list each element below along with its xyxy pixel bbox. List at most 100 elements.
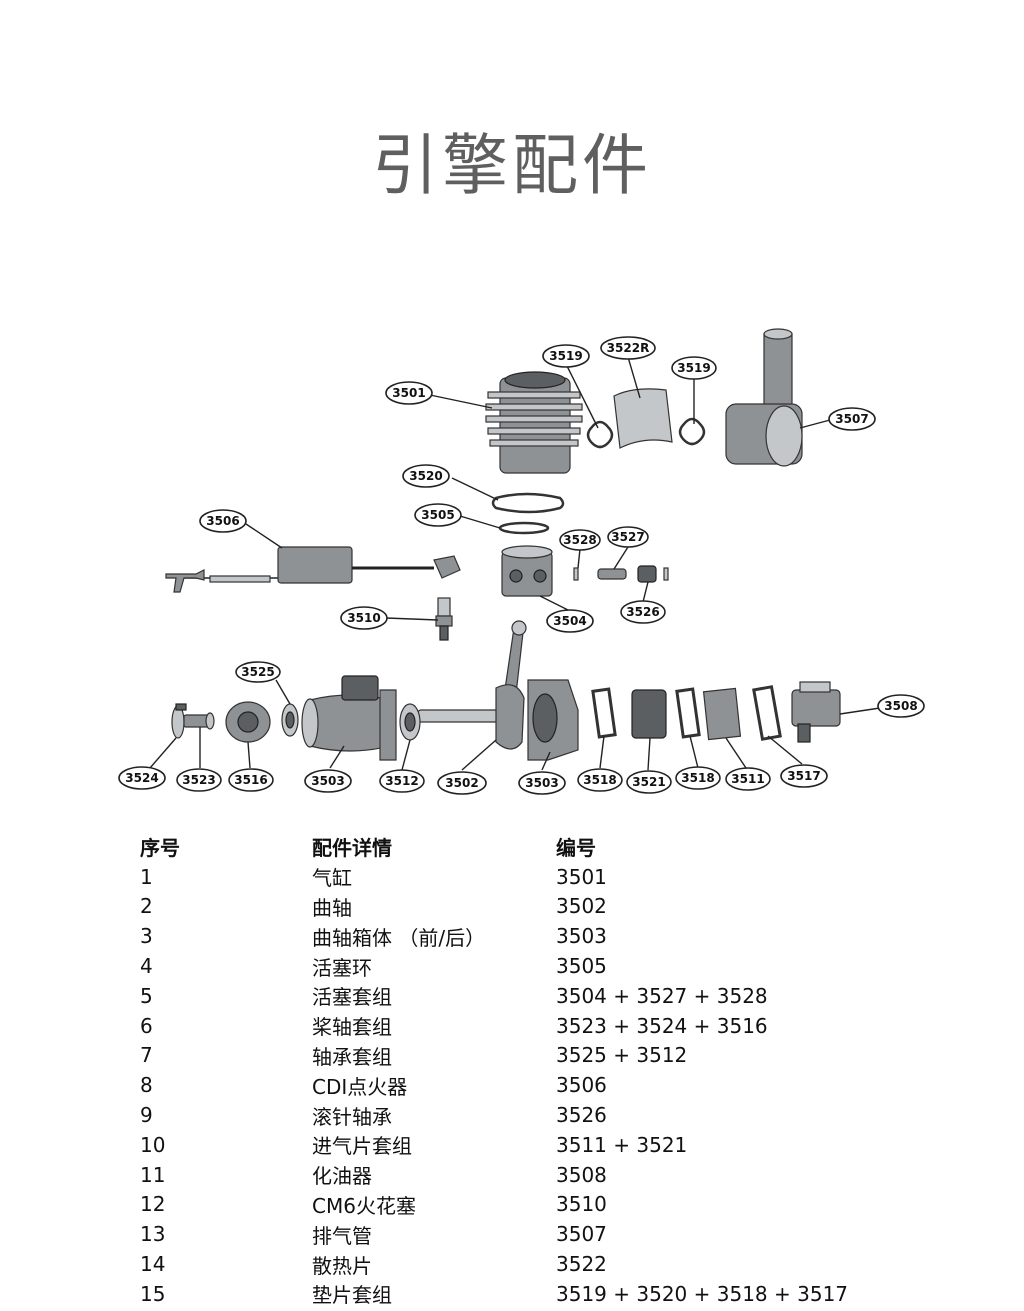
- svg-text:3508: 3508: [884, 699, 917, 713]
- callout-3522R: 3522R: [600, 336, 656, 360]
- callout-3524: 3524: [118, 766, 166, 790]
- callout-3506: 3506: [199, 509, 247, 533]
- row-index: 6: [140, 1013, 153, 1038]
- svg-text:3520: 3520: [409, 469, 442, 483]
- table-header: 序号 配件详情 编号: [140, 832, 940, 862]
- row-detail: 排气管: [312, 1223, 372, 1248]
- row-detail: 曲轴箱体 （前/后）: [312, 925, 486, 950]
- row-detail: 垫片套组: [312, 1283, 392, 1308]
- gasket-3518-left: [591, 687, 617, 739]
- row-detail: 进气片套组: [312, 1134, 412, 1159]
- row-detail: 气缸: [312, 866, 352, 891]
- callout-3518-left: 3518: [577, 768, 623, 792]
- carburetor-part: [791, 681, 841, 743]
- pin-3527: [597, 568, 627, 580]
- svg-text:3518: 3518: [583, 773, 616, 787]
- row-code: 3501: [556, 864, 607, 889]
- prop-washer-3524: [171, 703, 187, 739]
- crankcase-rear-part: [527, 679, 579, 761]
- row-detail: CDI点火器: [312, 1074, 408, 1099]
- svg-text:3523: 3523: [182, 773, 215, 787]
- row-code: 3510: [556, 1192, 607, 1217]
- row-index: 7: [140, 1043, 153, 1068]
- callout-3510: 3510: [340, 606, 388, 630]
- svg-text:3525: 3525: [241, 665, 274, 679]
- table-row: 3 曲轴箱体 （前/后） 3503: [140, 921, 940, 951]
- bearing-3512: [399, 703, 421, 741]
- svg-text:3517: 3517: [787, 769, 820, 783]
- table-row: 1 气缸 3501: [140, 862, 940, 892]
- row-index: 3: [140, 924, 153, 949]
- callout-3527: 3527: [607, 526, 649, 548]
- callout-3503-front: 3503: [304, 769, 352, 793]
- svg-text:3510: 3510: [347, 611, 380, 625]
- svg-text:3511: 3511: [731, 772, 764, 786]
- exploded-engine-diagram: 3501 3519 3522R 3519 3507 3520 3505 3506…: [118, 328, 925, 795]
- row-code: 3519 + 3520 + 3518 + 3517: [556, 1281, 849, 1306]
- callout-3516: 3516: [228, 768, 274, 792]
- row-detail: 活塞套组: [312, 985, 392, 1010]
- callout-3512: 3512: [379, 769, 425, 793]
- row-code: 3504 + 3527 + 3528: [556, 983, 768, 1008]
- row-detail: 滚针轴承: [312, 1104, 392, 1129]
- reed-block-3521: [631, 689, 667, 739]
- table-row: 9 滚针轴承 3526: [140, 1100, 940, 1130]
- svg-text:3502: 3502: [445, 776, 478, 790]
- svg-text:3528: 3528: [563, 533, 596, 547]
- row-code: 3526: [556, 1103, 607, 1128]
- reed-plate-3511: [702, 687, 742, 741]
- svg-text:3526: 3526: [626, 605, 659, 619]
- exhaust-part: [725, 328, 803, 467]
- gasket-3519-right: [678, 417, 706, 446]
- row-index: 14: [140, 1252, 166, 1277]
- cdi-part: [165, 546, 461, 593]
- callout-3501: 3501: [385, 381, 433, 405]
- gasket-3519-left: [586, 420, 614, 449]
- gasket-3520: [491, 492, 565, 514]
- crankshaft-part: [417, 620, 527, 750]
- page-title: 引擎配件: [372, 127, 652, 204]
- callout-3504: 3504: [546, 609, 594, 633]
- row-index: 10: [140, 1132, 166, 1157]
- callout-3508: 3508: [877, 694, 925, 718]
- svg-text:3507: 3507: [835, 412, 868, 426]
- svg-text:3518: 3518: [681, 771, 714, 785]
- svg-text:3505: 3505: [421, 508, 454, 522]
- row-index: 9: [140, 1103, 153, 1128]
- row-detail: 散热片: [312, 1253, 372, 1278]
- hub-3516: [225, 701, 271, 743]
- svg-text:3504: 3504: [553, 614, 586, 628]
- callout-3528: 3528: [559, 529, 601, 551]
- piston-part: [501, 545, 553, 597]
- callout-3519-left: 3519: [542, 344, 590, 368]
- row-code: 3522: [556, 1252, 607, 1277]
- piston-ring-part: [498, 521, 550, 535]
- svg-text:3516: 3516: [234, 773, 267, 787]
- clip-3526: [663, 567, 669, 581]
- row-code: 3503: [556, 924, 607, 949]
- row-index: 12: [140, 1192, 166, 1217]
- heat-shield-part: [613, 388, 673, 449]
- callout-3526: 3526: [620, 600, 666, 624]
- callout-3507: 3507: [828, 407, 876, 431]
- bearing-3526: [637, 565, 657, 583]
- row-detail: 桨轴套组: [312, 1015, 392, 1040]
- row-code: 3502: [556, 894, 607, 919]
- callout-3502: 3502: [437, 771, 487, 795]
- row-index: 11: [140, 1162, 166, 1187]
- row-detail: 活塞环: [312, 955, 372, 980]
- row-code: 3523 + 3524 + 3516: [556, 1013, 768, 1038]
- svg-text:3521: 3521: [632, 775, 665, 789]
- row-code: 3507: [556, 1222, 607, 1247]
- callout-3520: 3520: [402, 464, 450, 488]
- gasket-3517: [752, 685, 782, 741]
- row-index: 1: [140, 864, 153, 889]
- row-index: 2: [140, 894, 153, 919]
